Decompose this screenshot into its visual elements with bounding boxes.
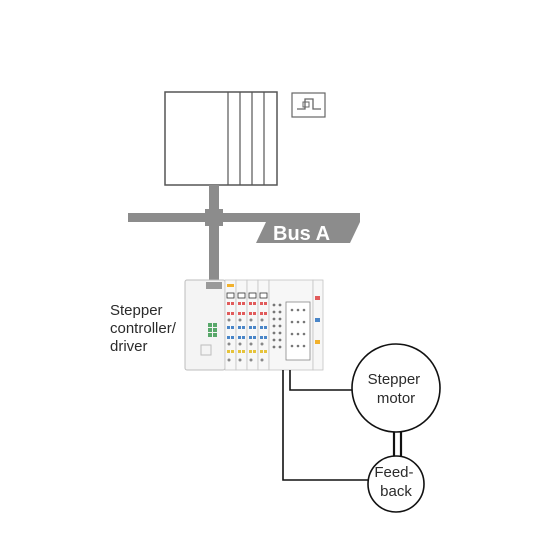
controller-label: Stepper controller/ driver [110,302,180,355]
bus-junction [205,209,223,226]
motor-label-line-1: Stepper [368,371,421,388]
end-module [312,279,324,371]
motor-cable [289,370,352,391]
bus-label: Bus A [273,223,330,245]
bus-drop-lower [209,226,219,282]
controller-label-line-3: driver [110,338,148,355]
motor-label-line-2: motor [377,390,415,407]
bus-label-tab [256,222,360,243]
controller-label-line-1: Stepper [110,302,163,319]
io-modules [224,279,270,371]
stepper-motor-circle [351,343,441,433]
feedback-label-line-1: Feed- [374,464,413,481]
upper-device [164,91,278,186]
feedback-label: Feed- back [374,464,417,500]
controller-label-line-2: controller/ [110,320,177,337]
network-icon [291,92,326,118]
feedback-label-line-2: back [380,483,412,500]
bus-drop-upper [209,185,219,217]
stepper-controller-device [184,279,324,371]
motor-label: Stepper motor [368,371,425,407]
stepper-module [268,279,314,371]
feedback-circle [367,455,425,513]
bus-a: Bus A [128,213,360,245]
feedback-cable [282,370,368,481]
